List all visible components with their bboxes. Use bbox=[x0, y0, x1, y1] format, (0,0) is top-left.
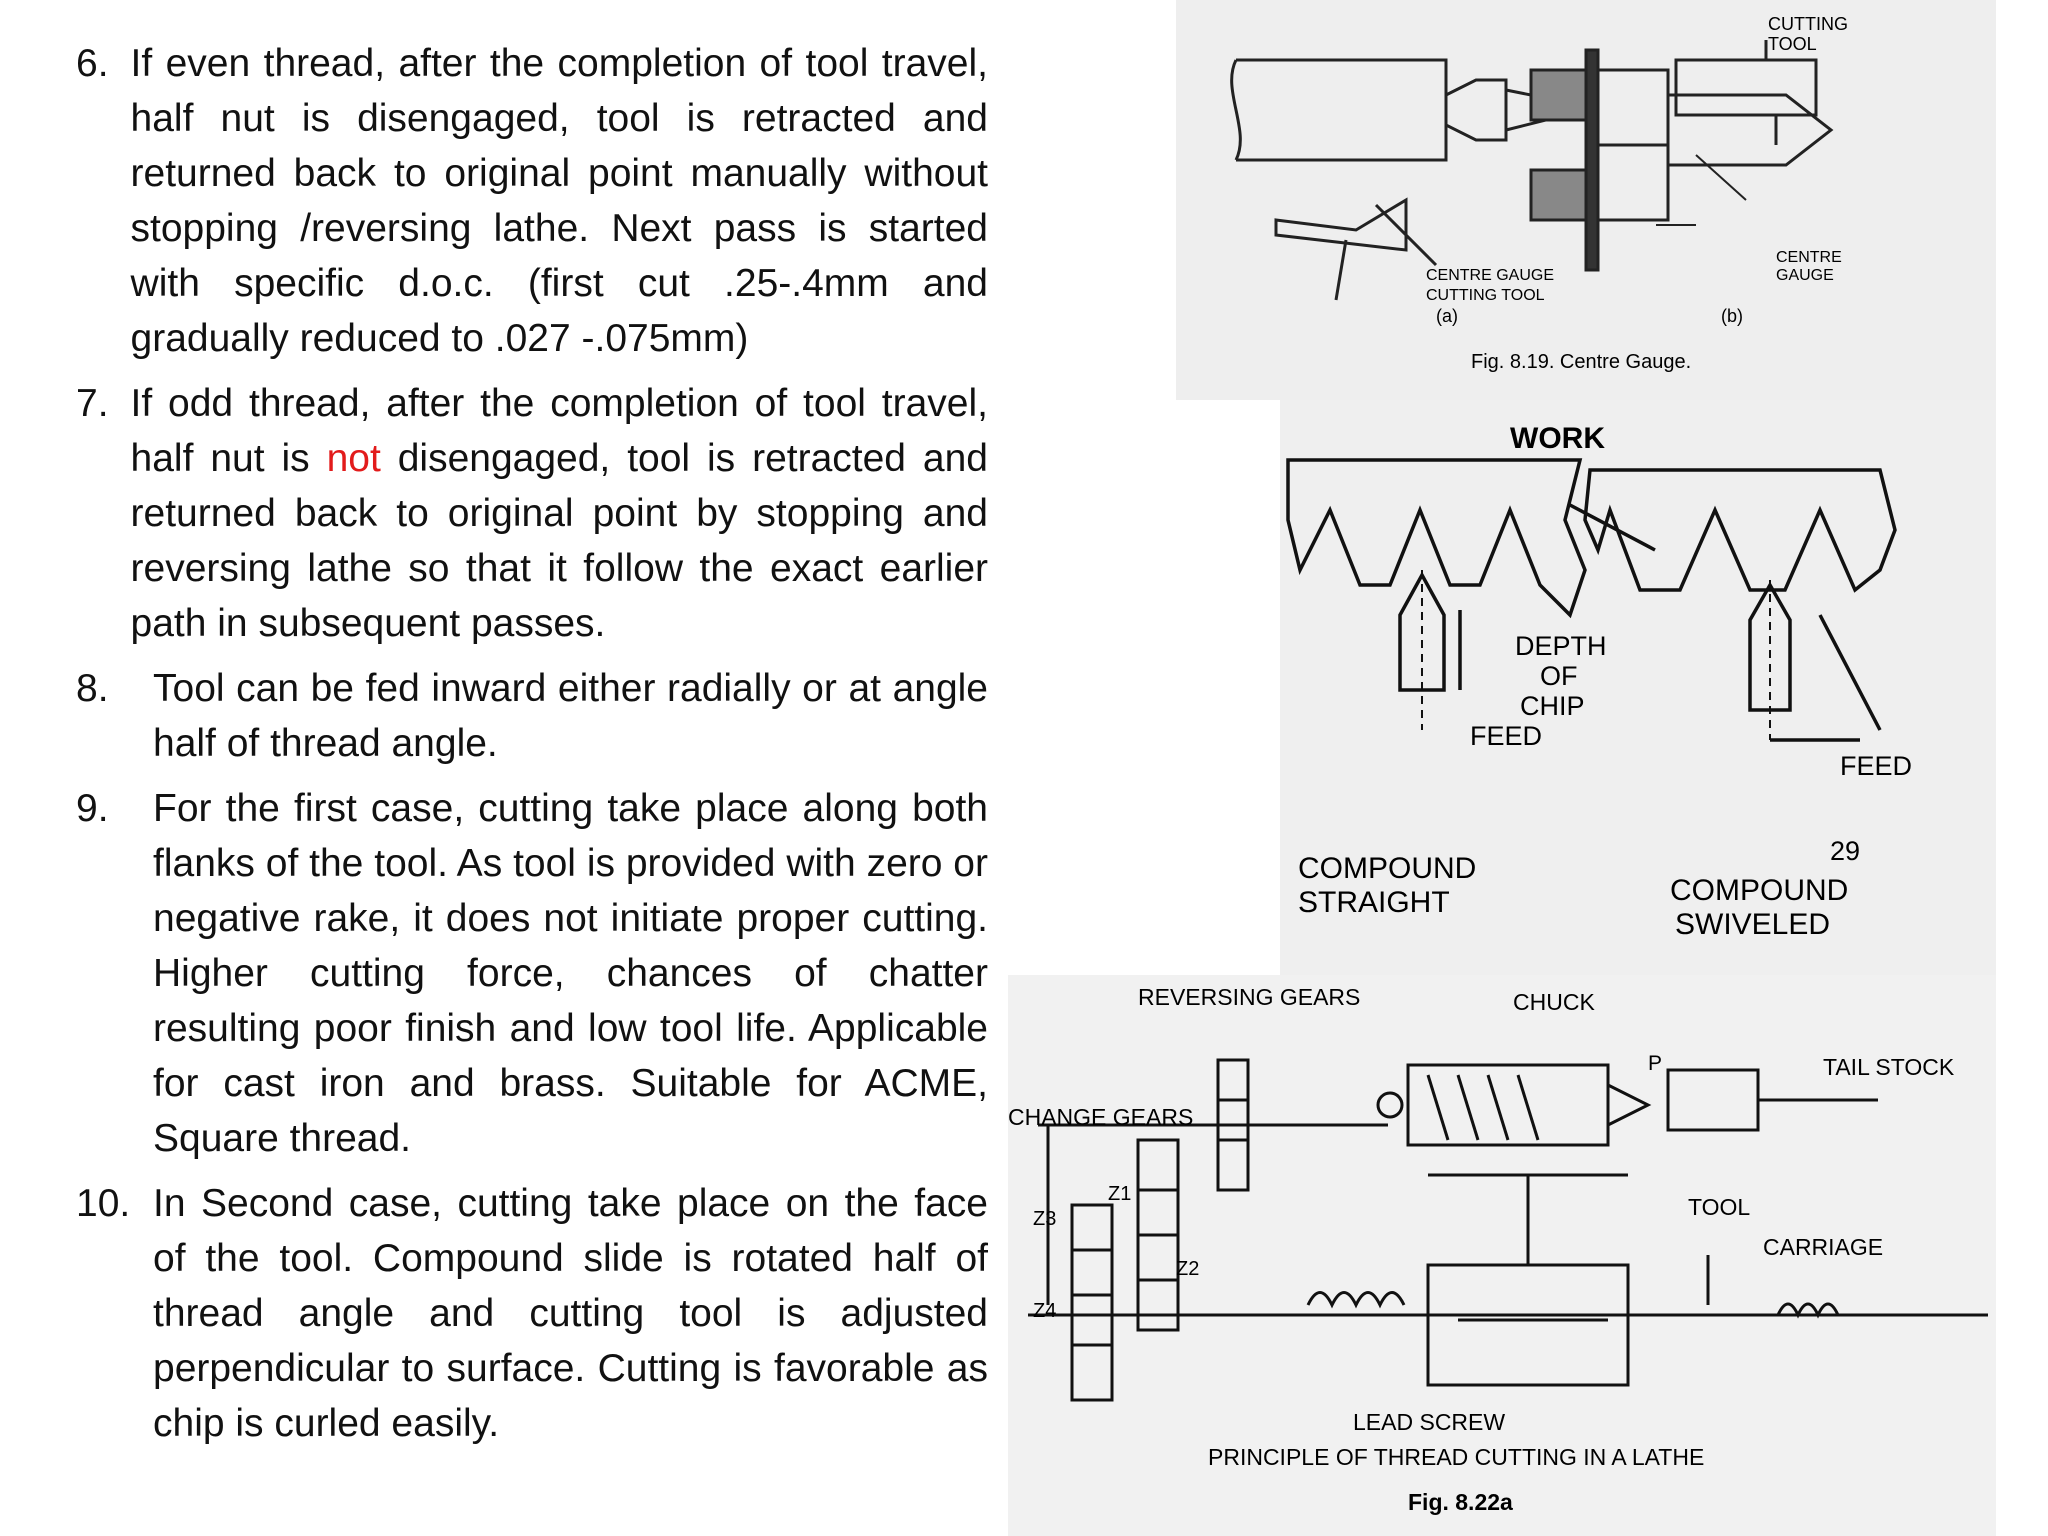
text-run: Tool can be fed inward either radially o… bbox=[153, 667, 988, 765]
list-item-number: 9. bbox=[76, 787, 109, 830]
tail-stock bbox=[1666, 1068, 1760, 1132]
list-item-text: If odd thread, after the completion of t… bbox=[131, 376, 988, 651]
workpiece-shape bbox=[1236, 58, 1448, 162]
carriage bbox=[1426, 1263, 1630, 1387]
fig2-label-angle: 29 bbox=[1830, 836, 1860, 866]
fig2-label-feed-right: FEED bbox=[1840, 751, 1912, 781]
highlighted-word: not bbox=[326, 437, 381, 480]
list-item: 6. If even thread, after the completion o… bbox=[76, 36, 988, 366]
fig1-label-centre: CENTRE bbox=[1776, 249, 1842, 266]
list-item: 7. If odd thread, after the completion o… bbox=[76, 376, 988, 651]
fig3-label-reversing-gears: REVERSING GEARS bbox=[1138, 984, 1360, 1010]
thread-cutting-figure: REVERSING GEARS CHUCK P TAIL STOCK CHANG… bbox=[1008, 975, 1996, 1536]
tool-swiveled bbox=[1748, 581, 1792, 712]
list-item: 8. Tool can be fed inward either radially… bbox=[76, 661, 988, 771]
fig1-label-sub-a: (a) bbox=[1436, 306, 1458, 326]
list-item-text: Tool can be fed inward either radially o… bbox=[153, 661, 988, 771]
fig3-label-chuck: CHUCK bbox=[1513, 989, 1595, 1015]
list-item-number: 7. bbox=[76, 382, 109, 425]
text-run: disengaged, tool is retracted and return… bbox=[130, 437, 988, 645]
fig3-label-z4: Z4 bbox=[1033, 1300, 1056, 1322]
list-item-number: 6. bbox=[76, 42, 109, 85]
fig1-label-cutting-tool: CUTTING TOOL bbox=[1426, 287, 1545, 304]
fig2-label-of: OF bbox=[1540, 661, 1578, 691]
list-item-number: 8. bbox=[76, 667, 109, 710]
fig2-label-compound-left: COMPOUND bbox=[1298, 852, 1476, 885]
fig3-label-carriage: CARRIAGE bbox=[1763, 1234, 1883, 1260]
fig1-label-centre-gauge: CENTRE GAUGE bbox=[1426, 267, 1554, 284]
fig3-label-p: P bbox=[1648, 1052, 1662, 1075]
fig3-label-z1: Z1 bbox=[1108, 1183, 1131, 1205]
list-item: 10. In Second case, cutting take place on… bbox=[76, 1176, 988, 1451]
centre-gauge-figure: CUTTING TOOL CENTRE GAUGE CUTTING TOOL (… bbox=[1176, 0, 1996, 400]
list-item-text: For the first case, cutting take place a… bbox=[153, 781, 988, 1166]
fig3-label-z3: Z3 bbox=[1033, 1208, 1056, 1230]
chuck-spindle bbox=[1406, 1063, 1610, 1147]
text-run: In Second case, cutting take place on th… bbox=[153, 1182, 988, 1445]
fig2-label-chip: CHIP bbox=[1520, 691, 1585, 721]
fig3-label-lead-screw: LEAD SCREW bbox=[1353, 1409, 1505, 1435]
fig1-label-cutting: CUTTING bbox=[1768, 14, 1848, 34]
list-item-text: If even thread, after the completion of … bbox=[131, 36, 988, 366]
fig1-caption: Fig. 8.19. Centre Gauge. bbox=[1471, 351, 1691, 373]
fig1-label-sub-b: (b) bbox=[1721, 306, 1743, 326]
fig2-label-depth: DEPTH bbox=[1515, 631, 1607, 661]
text-run: For the first case, cutting take place a… bbox=[153, 787, 988, 1160]
fig2-label-feed-left: FEED bbox=[1470, 721, 1542, 751]
tool-straight bbox=[1398, 571, 1446, 692]
fig1-label-tool: TOOL bbox=[1768, 34, 1817, 54]
fig1-label-gauge: GAUGE bbox=[1776, 267, 1834, 284]
compound-feed-figure: WORK DEPTH OF CHIP FEED FEED 29 COMPOUND… bbox=[1280, 400, 1996, 975]
fig2-label-straight: STRAIGHT bbox=[1298, 886, 1450, 919]
fig3-title: PRINCIPLE OF THREAD CUTTING IN A LATHE bbox=[1208, 1444, 1704, 1470]
instructions-list: 6. If even thread, after the completion o… bbox=[76, 36, 988, 1461]
fig2-label-compound-right: COMPOUND bbox=[1670, 874, 1848, 907]
fig2-label-swiveled: SWIVELED bbox=[1675, 908, 1830, 941]
list-item-number: 10. bbox=[76, 1182, 131, 1225]
list-item: 9. For the first case, cutting take place… bbox=[76, 781, 988, 1166]
fig3-label-tool: TOOL bbox=[1688, 1194, 1750, 1220]
fig2-label-work: WORK bbox=[1510, 422, 1605, 455]
fig3-caption: Fig. 8.22a bbox=[1408, 1489, 1513, 1515]
fig3-label-z2: Z2 bbox=[1176, 1258, 1199, 1280]
work-left bbox=[1286, 458, 1587, 619]
fig3-label-change-gears: CHANGE GEARS bbox=[1008, 1104, 1193, 1130]
text-run: If even thread, after the completion of … bbox=[130, 42, 988, 360]
work-right bbox=[1583, 468, 1897, 593]
text-run: If odd thread, after the completion of t… bbox=[130, 382, 988, 480]
fig3-label-tail-stock: TAIL STOCK bbox=[1823, 1054, 1955, 1080]
list-item-text: In Second case, cutting take place on th… bbox=[153, 1176, 988, 1451]
